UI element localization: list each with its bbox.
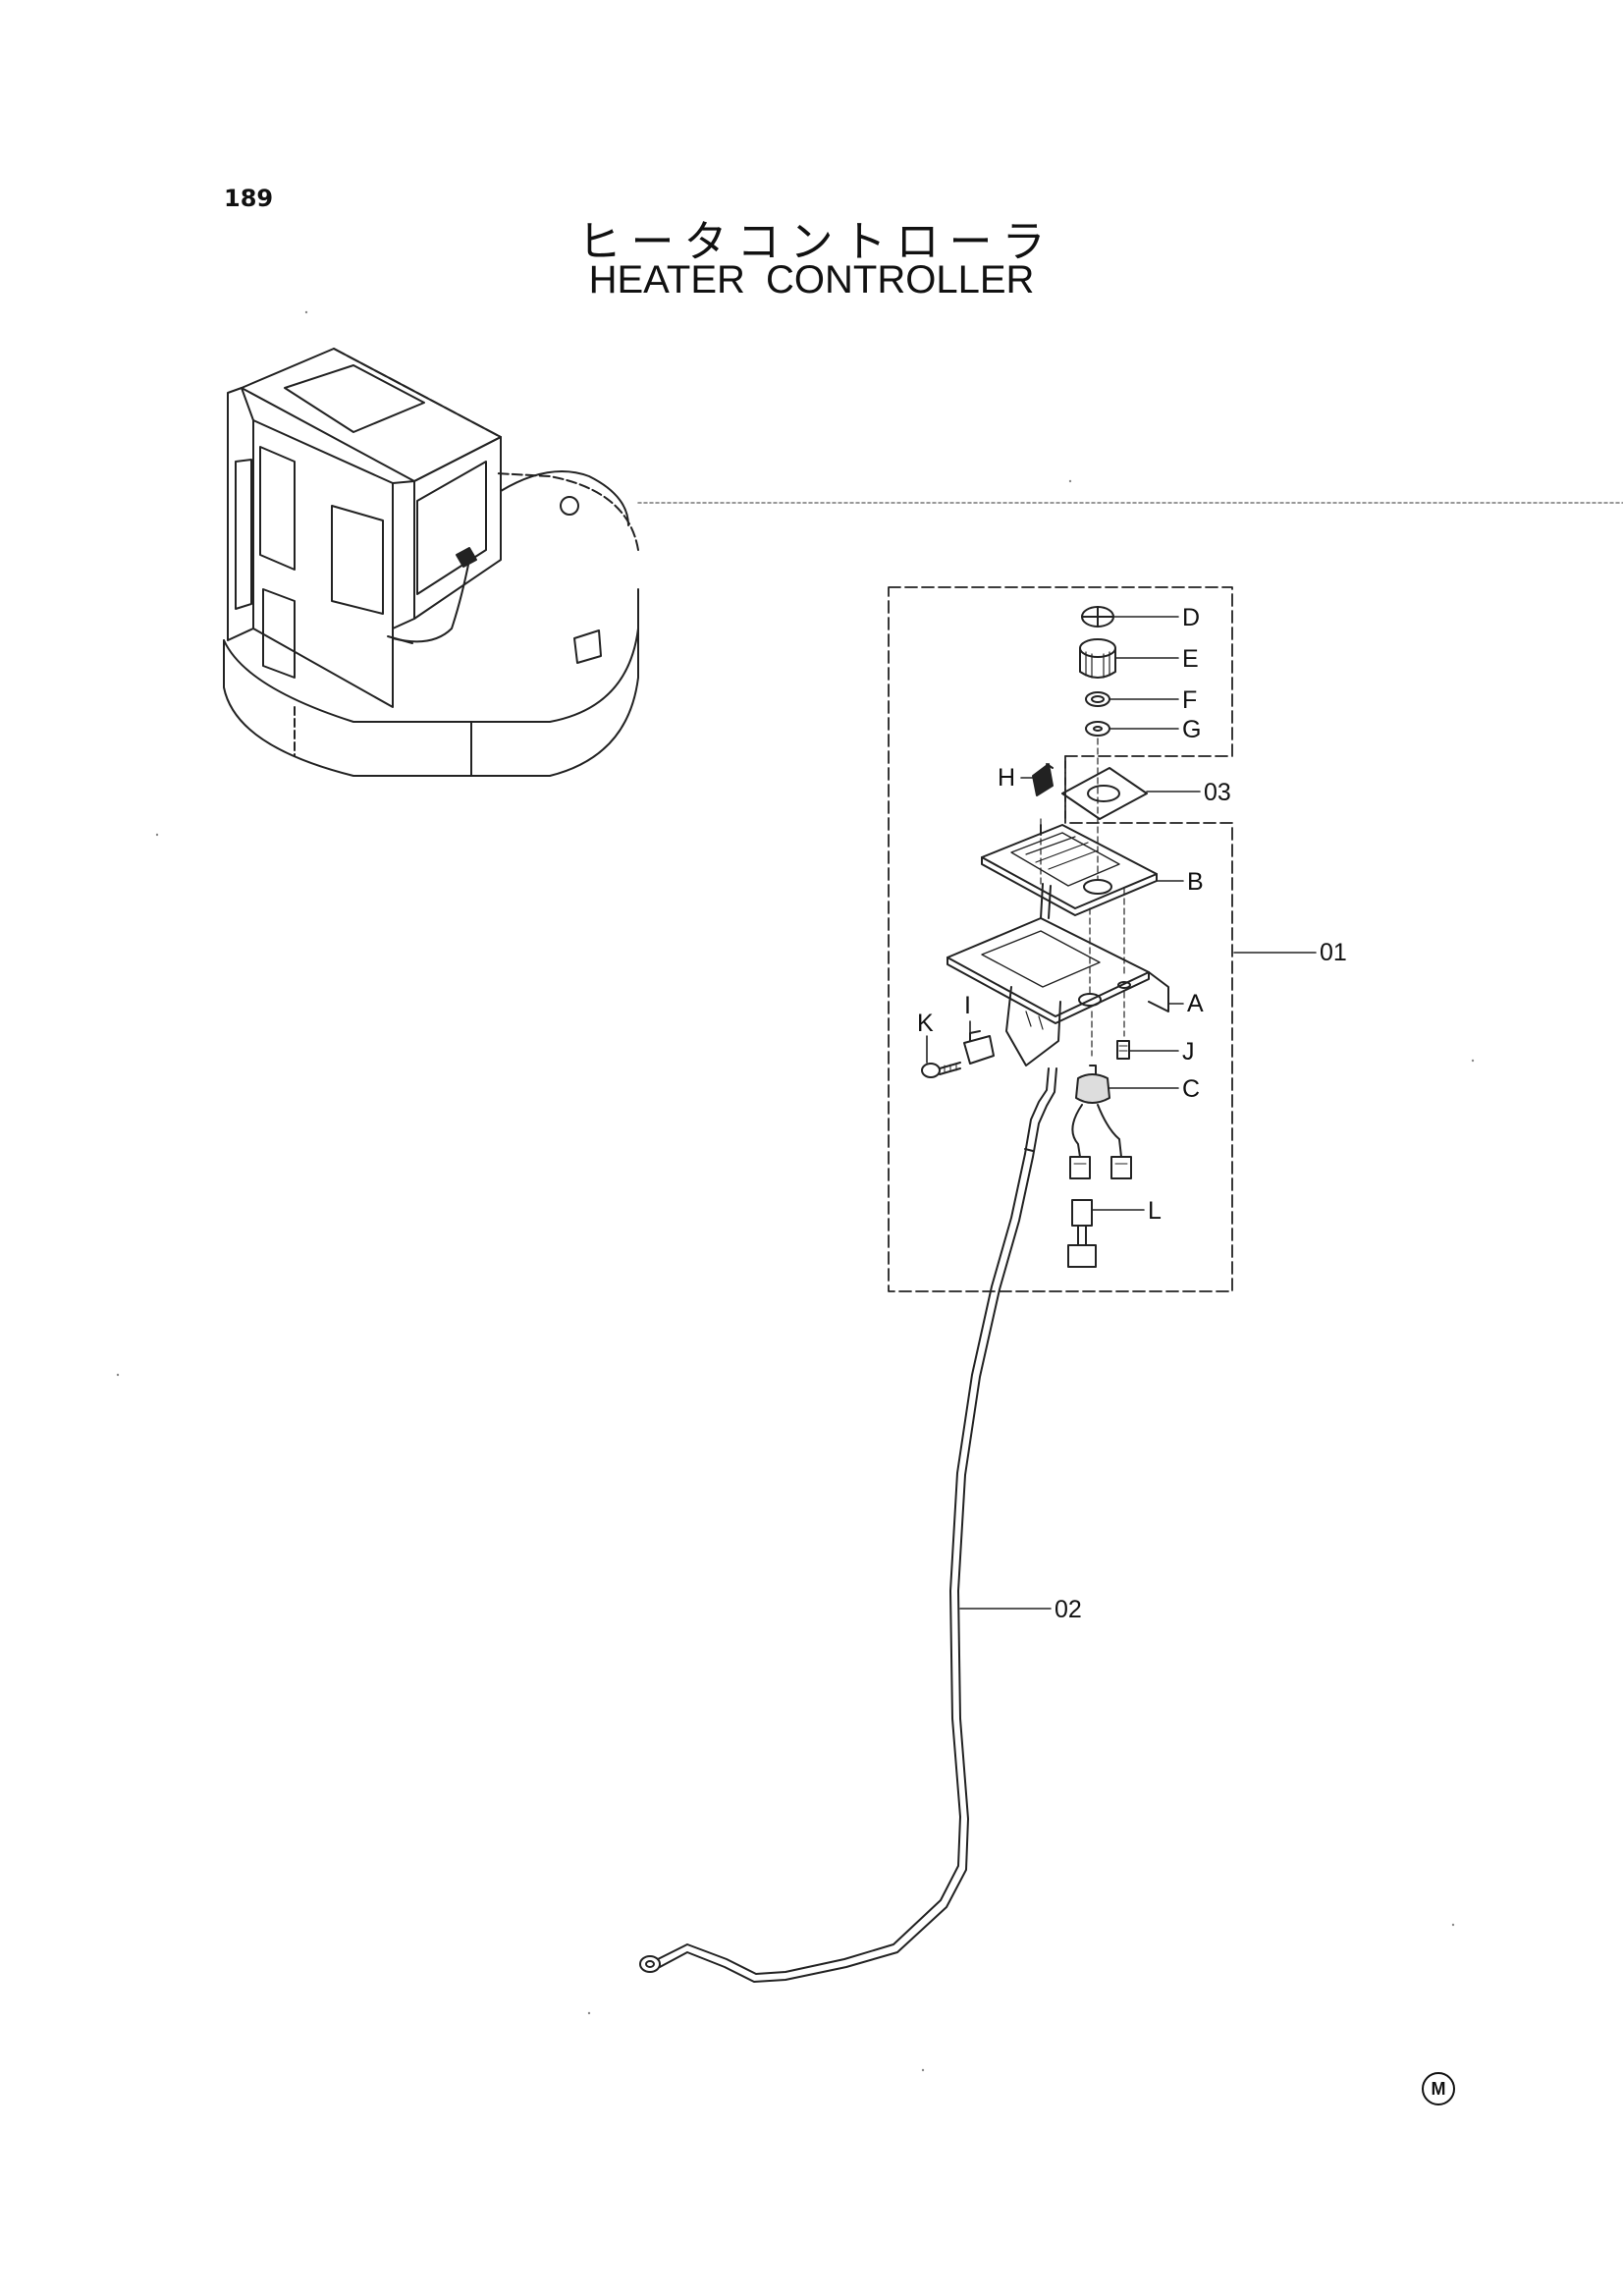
callout-E: E	[1182, 645, 1199, 673]
page-number: 189	[224, 185, 274, 212]
callout-02: 02	[1055, 1596, 1082, 1623]
callout-J: J	[1182, 1038, 1195, 1066]
callout-K: K	[917, 1010, 934, 1037]
part-D-cap	[1081, 606, 1114, 628]
part-03-plate	[1061, 767, 1148, 820]
part-H-knob	[1032, 763, 1054, 796]
part-L-connector	[1067, 1199, 1097, 1268]
callout-G: G	[1182, 716, 1201, 743]
callout-C: C	[1182, 1075, 1200, 1103]
callout-01: 01	[1320, 939, 1347, 966]
parts	[639, 606, 1169, 1983]
callout-labels: D E F G H 03 B 01 A I K J C L 02	[917, 604, 1347, 1623]
leader-lines	[926, 616, 1317, 1610]
assembly-frames	[888, 586, 1233, 1292]
frame-assembly-01	[888, 586, 1233, 1292]
title-japanese: ヒータコントローラ	[577, 217, 1055, 267]
title-english: HEATER CONTROLLER	[588, 258, 1035, 301]
callout-F: F	[1182, 686, 1197, 714]
part-K-screw	[921, 1062, 961, 1078]
part-02-cable	[639, 1067, 1057, 1983]
part-I-clip	[963, 1030, 995, 1065]
callout-B: B	[1187, 868, 1204, 896]
callout-03: 03	[1204, 779, 1231, 806]
part-E-knob	[1079, 638, 1116, 679]
manufacturer-stamp: M	[1422, 2072, 1455, 2105]
callout-H: H	[998, 764, 1015, 792]
part-A-bracket	[947, 883, 1169, 1066]
part-J-screw	[1116, 1040, 1130, 1060]
callout-L: L	[1148, 1197, 1162, 1225]
scan-specks	[116, 310, 1475, 2072]
callout-A: A	[1187, 990, 1204, 1017]
part-G-washer	[1085, 721, 1110, 737]
part-B-plate	[981, 824, 1158, 916]
part-F-ring	[1085, 691, 1110, 707]
cab-overview-illustration	[223, 348, 639, 777]
callout-D: D	[1182, 604, 1200, 631]
part-C-switch	[1069, 1065, 1132, 1179]
callout-I: I	[964, 992, 971, 1019]
